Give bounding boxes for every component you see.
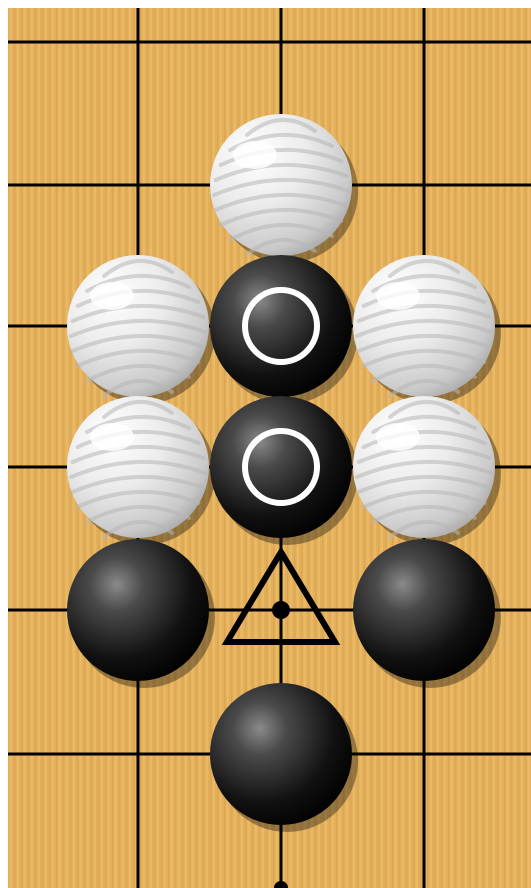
stone-highlight [376,282,420,310]
stone-highlight [90,423,134,451]
black-stone-body [353,539,495,681]
stone-highlight [233,141,277,169]
star-point [272,601,290,619]
stone-highlight [376,423,420,451]
black-stone-body [210,396,352,538]
black-stone-body [210,255,352,397]
stone-highlight [90,282,134,310]
black-stone-body [210,683,352,825]
black-stone-body [67,539,209,681]
